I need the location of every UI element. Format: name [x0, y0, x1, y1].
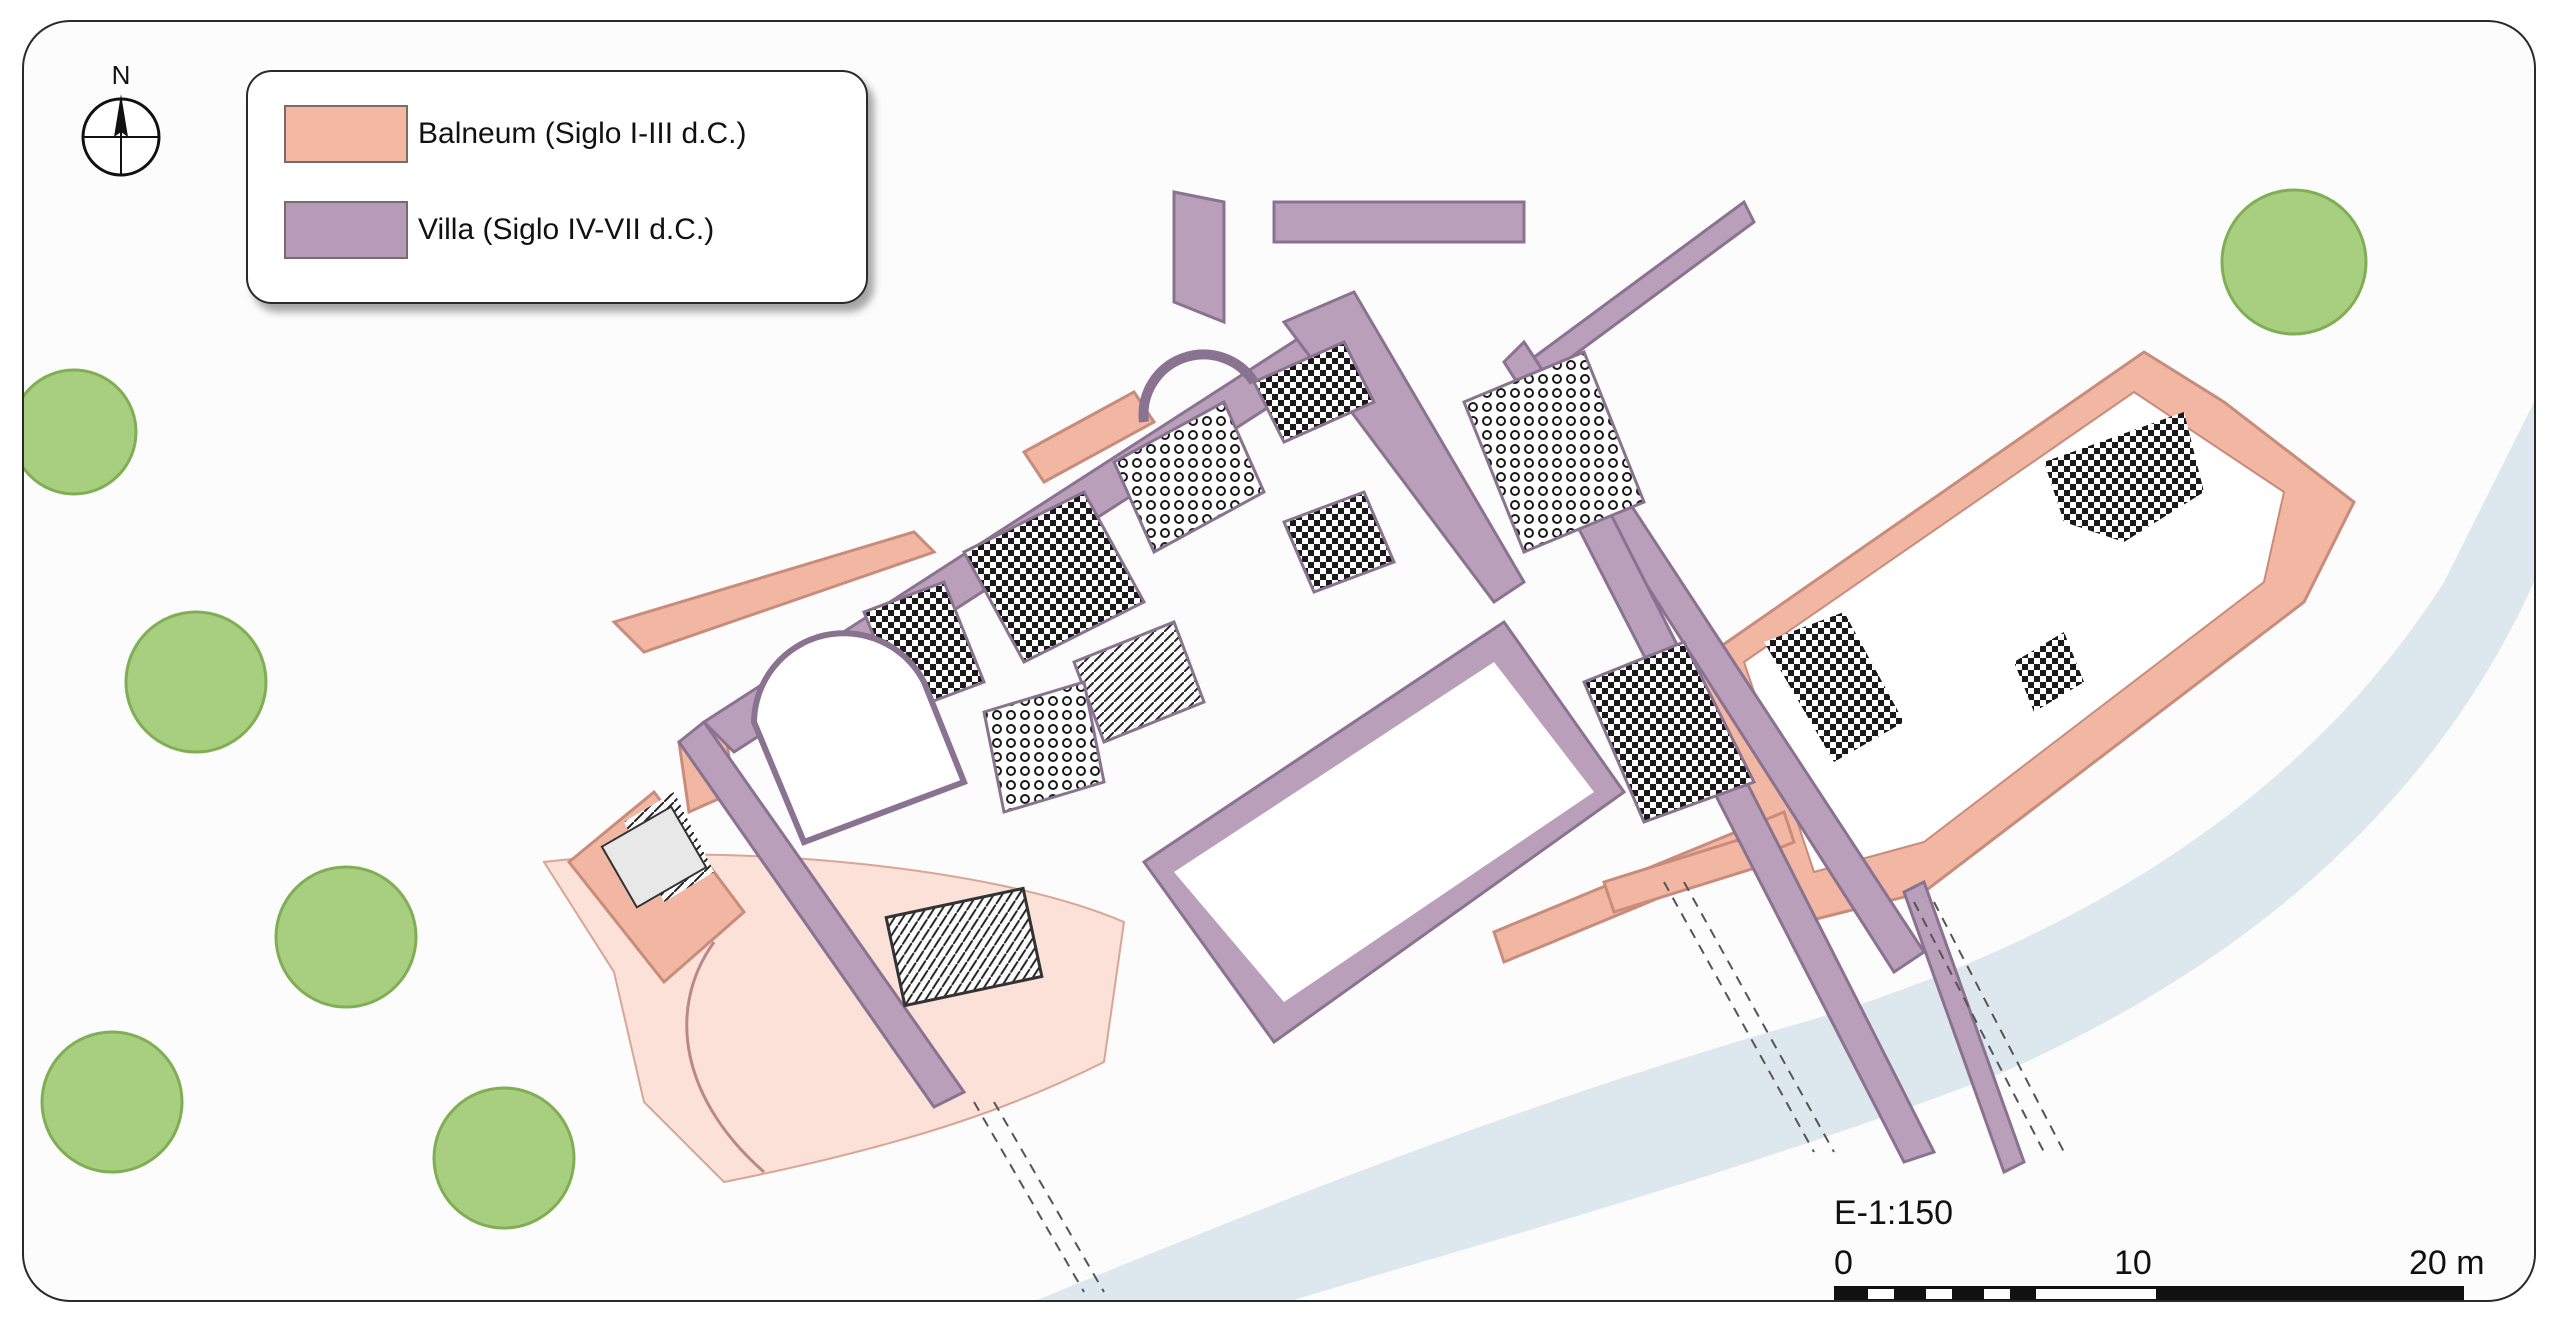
villa-apse-room	[750, 630, 968, 846]
legend-label-balneum: Balneum (Siglo I-III d.C.)	[418, 117, 747, 150]
legend-swatch-villa	[284, 201, 408, 259]
scale-tick-10: 10	[2114, 1244, 2152, 1282]
villa-room-6	[982, 680, 1106, 814]
scale-tick-0: 0	[1834, 1244, 1853, 1282]
villa-room-1	[961, 490, 1147, 664]
tree-icon	[24, 188, 2368, 1230]
scale-title: E-1:150	[1834, 1194, 1954, 1232]
legend: Balneum (Siglo I-III d.C.) Villa (Siglo …	[246, 70, 868, 304]
legend-swatch-balneum	[284, 105, 408, 163]
mosaic-checker-east	[2044, 412, 2204, 542]
map-frame: N Balneum (Siglo I-III d.C.) Villa (Sigl…	[22, 20, 2536, 1302]
villa-courtyard	[1174, 662, 1594, 1002]
villa-room-7	[1282, 490, 1396, 594]
scale-tick-20: 20 m	[2409, 1244, 2485, 1282]
north-label: N	[111, 60, 131, 90]
villa-room-9	[1582, 640, 1757, 824]
scale-bar: E-1:150 0 10 20 m	[1834, 1194, 2514, 1300]
north-arrow: N	[76, 60, 166, 190]
site-plan	[24, 188, 2534, 1300]
legend-item-balneum: Balneum (Siglo I-III d.C.)	[284, 102, 746, 166]
villa-room-4	[1072, 620, 1206, 744]
north-arrow-icon	[81, 94, 161, 177]
villa-room-2	[1112, 399, 1266, 555]
scale-bar-graphic	[1834, 1286, 2464, 1300]
mosaic-panel	[884, 886, 1044, 1008]
legend-label-villa: Villa (Siglo IV-VII d.C.)	[418, 213, 715, 246]
river	[1037, 402, 2534, 1300]
villa-room-8	[1462, 350, 1646, 554]
balneum-wall-north	[1021, 390, 1157, 484]
villa-room-3	[1251, 340, 1377, 444]
legend-item-villa: Villa (Siglo IV-VII d.C.)	[284, 198, 714, 262]
balneum-wall-west	[611, 530, 937, 654]
